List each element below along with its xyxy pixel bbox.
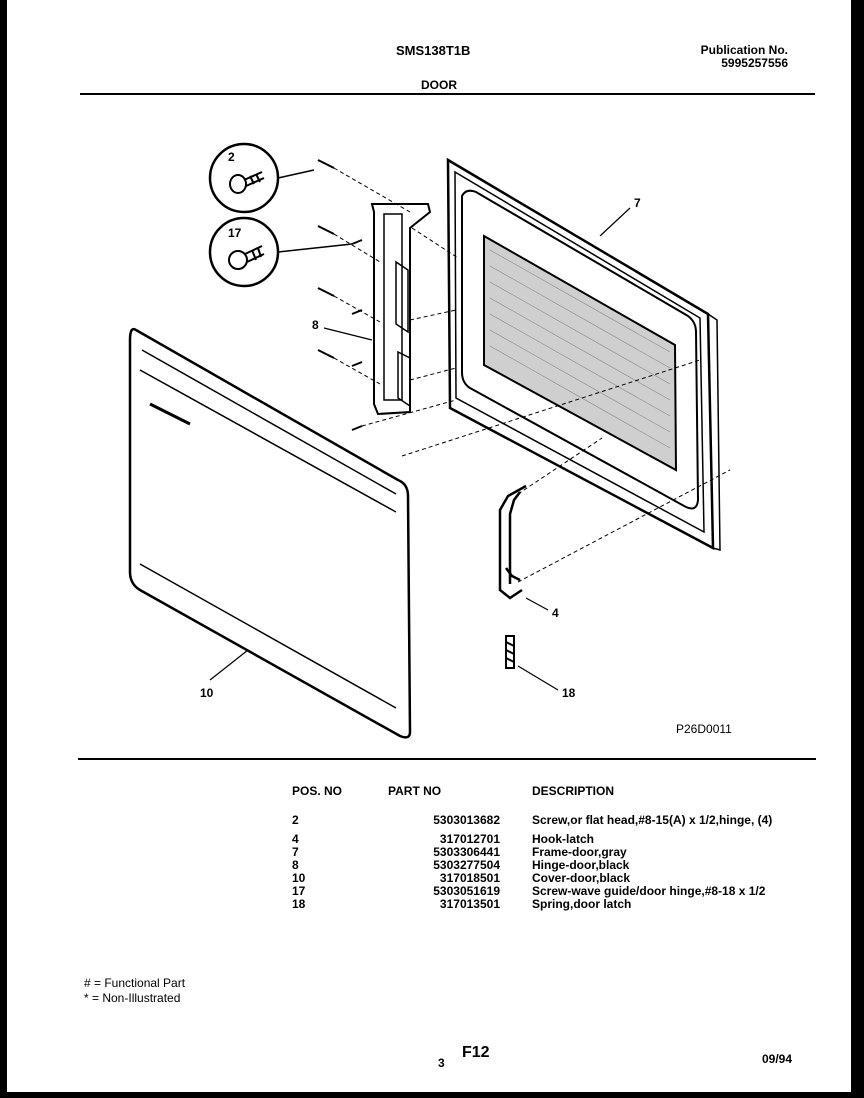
row-part-no: 5303013682 [433,813,500,827]
diagram-rule [78,758,816,760]
row-pos: 7 [292,845,299,859]
row-description: Frame-door,gray [532,845,627,859]
callout-label-7: 7 [634,196,641,210]
parts-table: POS. NO PART NO DESCRIPTION 2 5303013682… [292,784,792,911]
publication-block: Publication No. 5995257556 [701,44,788,70]
row-pos: 4 [292,832,299,846]
hook-latch [498,484,527,600]
row-pos: 17 [292,884,306,898]
revision-date: 09/94 [762,1052,793,1066]
model-number: SMS138T1B [396,43,471,58]
door-cover [128,327,412,739]
callout-label-2: 2 [228,150,235,164]
row-description: Cover-door,black [532,871,631,885]
scan-border-right [851,0,864,1098]
row-description: Screw-wave guide/door hinge,#8-18 x 1/2 [532,884,766,898]
publication-label: Publication No. [700,43,788,57]
header-description: DESCRIPTION [532,784,615,798]
row-pos: 18 [292,897,306,911]
row-description: Hook-latch [532,832,595,846]
section-title: DOOR [421,78,457,92]
callout-label-17: 17 [228,226,242,240]
row-pos: 8 [292,858,299,872]
table-row: 10 317018501 Cover-door,black [292,872,792,885]
row-part-no: 5303306441 [433,845,500,859]
page-number: 3 [438,1056,445,1070]
row-part-no: 317013501 [439,897,500,911]
door-latch-spring [505,635,515,669]
table-row: 18 317013501 Spring,door latch [292,898,792,911]
header-rule [80,93,815,95]
row-part-no: 317018501 [439,871,500,885]
publication-number: 5995257556 [721,56,788,70]
table-row: 4 317012701 Hook-latch [292,833,792,846]
table-row: 2 5303013682 Screw,or flat head,#8-15(A)… [292,814,792,833]
row-pos: 10 [292,871,306,885]
row-part-no: 317012701 [439,832,500,846]
hinge-screws [317,159,363,431]
exploded-door-diagram [128,142,731,739]
scan-border-left [0,0,7,1098]
diagram-code: P26D0011 [676,722,732,736]
row-description: Hinge-door,black [532,858,630,872]
table-row: 17 5303051619 Screw-wave guide/door hing… [292,885,792,898]
table-row: 7 5303306441 Frame-door,gray [292,846,792,859]
header-part-no: PART NO [388,784,442,798]
row-description: Spring,door latch [532,897,632,911]
scan-border-bottom [0,1092,864,1098]
row-part-no: 5303051619 [433,884,500,898]
callout-label-18: 18 [562,686,576,700]
callout-label-10: 10 [200,686,214,700]
legend: # = Functional Part * = Non-Illustrated [84,976,185,1006]
figure-code: F12 [462,1044,490,1061]
header-pos-no: POS. NO [292,784,343,798]
callout-label-4: 4 [552,606,559,620]
row-pos: 2 [292,813,299,827]
row-description: Screw,or flat head,#8-15(A) x 1/2,hinge,… [532,813,773,827]
legend-functional-part: # = Functional Part [84,976,186,990]
callout-label-8: 8 [312,318,319,332]
parts-table-header: POS. NO PART NO DESCRIPTION [292,784,792,814]
door-hinge [370,203,432,416]
door-frame [446,157,721,551]
table-row: 8 5303277504 Hinge-door,black [292,859,792,872]
row-part-no: 5303277504 [433,858,500,872]
legend-non-illustrated: * = Non-Illustrated [84,991,181,1005]
